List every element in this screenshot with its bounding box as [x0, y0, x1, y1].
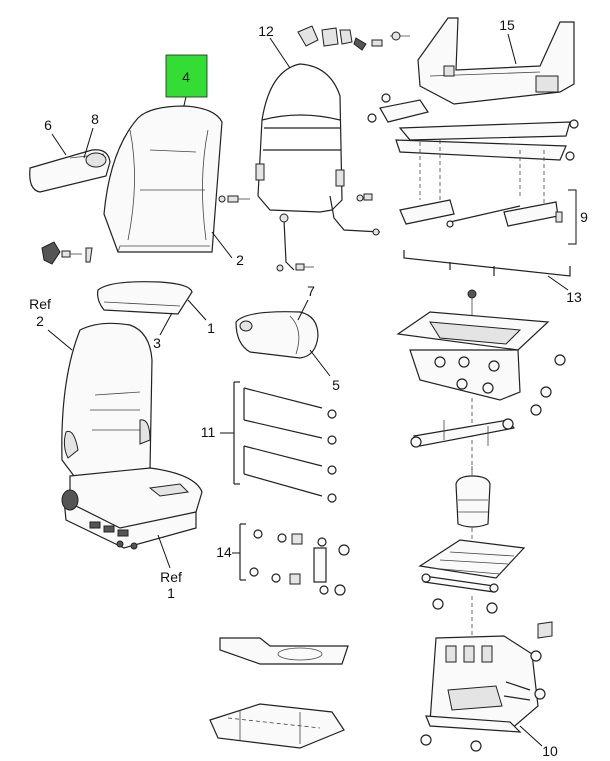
- ref-label-top: Ref: [29, 296, 51, 312]
- armrest: [235, 311, 319, 359]
- callout-13: 13: [566, 289, 582, 305]
- callout-5: 5: [332, 377, 340, 393]
- ref-label-bottom: Ref: [160, 569, 182, 585]
- callout-1: 1: [207, 320, 215, 336]
- adjuster-rod: [403, 250, 571, 277]
- lower-scissor-assembly: [418, 539, 526, 640]
- scissor-link: [410, 418, 516, 448]
- callout-3: 3: [153, 335, 161, 351]
- assembled-seat: [61, 322, 203, 550]
- air-spring: [455, 466, 491, 544]
- armrest-pad: [29, 149, 111, 193]
- armrest-bracket-set: [233, 381, 337, 503]
- suspension-base: [420, 621, 553, 752]
- callout-10: 10: [542, 743, 558, 759]
- slide-rail-assembly: [367, 93, 579, 228]
- callout-14: 14: [216, 544, 232, 560]
- ref-number-bottom: 1: [167, 585, 175, 601]
- seat-cushion-pad: [97, 281, 193, 315]
- base-mount-plate: [219, 637, 349, 665]
- callout-2: 2: [236, 252, 244, 268]
- frame-hardware: [218, 25, 410, 272]
- adjust-knob-parts: [41, 241, 93, 265]
- callout-15: 15: [499, 17, 515, 33]
- callout-11: 11: [201, 424, 216, 440]
- callout-8: 8: [91, 111, 99, 127]
- callout-12: 12: [258, 23, 274, 39]
- seat-pan-frame: [417, 17, 575, 105]
- seat-back-frame: [255, 63, 345, 213]
- callout-9: 9: [580, 209, 588, 225]
- callout-4: 4: [182, 69, 190, 85]
- shock-hardware-set: [239, 523, 350, 596]
- ref-number-top: 2: [36, 313, 44, 329]
- suspension-top-plate: [396, 289, 566, 470]
- callout-6: 6: [44, 117, 52, 133]
- slide-track-plate: [209, 703, 345, 749]
- callout-7: 7: [307, 283, 315, 299]
- seat-back-cover: [103, 105, 223, 253]
- callout-4-highlight[interactable]: 4: [165, 54, 208, 98]
